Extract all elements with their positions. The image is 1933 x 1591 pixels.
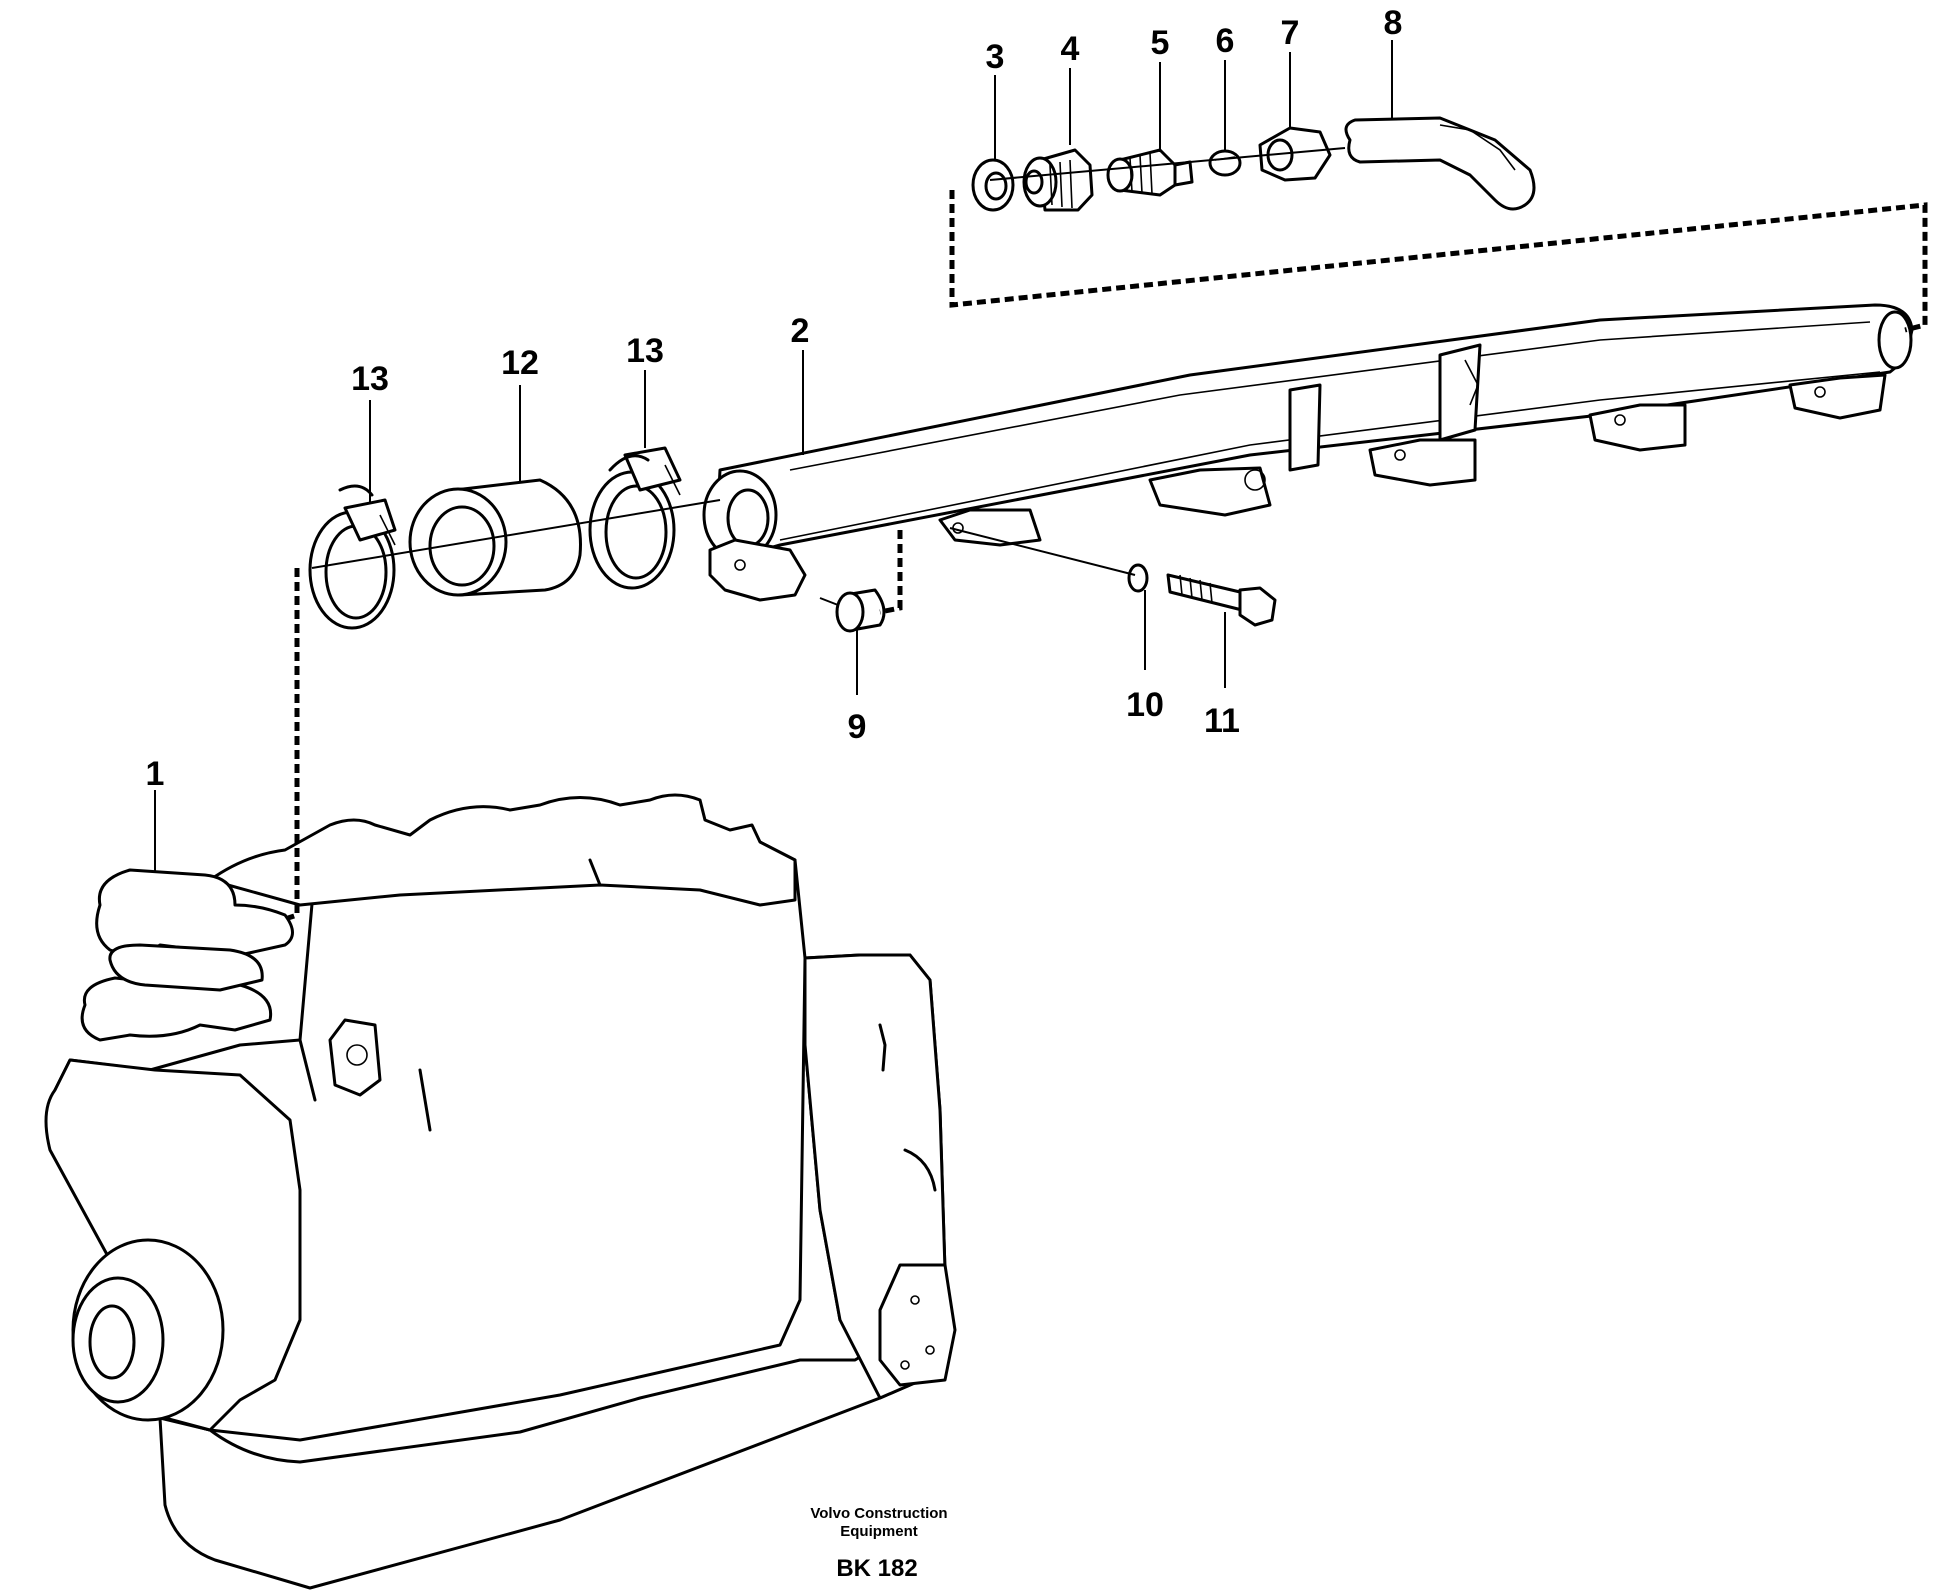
callout-10: 10 bbox=[1126, 686, 1164, 724]
rubber-hose bbox=[408, 478, 582, 597]
credit-line-1: Volvo Construction bbox=[810, 1505, 947, 1522]
callout-9: 9 bbox=[848, 708, 867, 746]
fitting-sleeve-6 bbox=[1208, 149, 1242, 177]
fitting-washer-3 bbox=[971, 158, 1015, 212]
spacer-sleeve bbox=[819, 588, 886, 633]
fitting-valve-5 bbox=[1106, 148, 1194, 197]
callout-5: 5 bbox=[1151, 24, 1170, 62]
water-distribution-pipe bbox=[702, 303, 1914, 602]
callout-leaders bbox=[154, 40, 1393, 872]
assembly-dashed-lines bbox=[287, 190, 1928, 921]
callout-13-right: 13 bbox=[626, 332, 664, 370]
drawing-credit: Volvo Construction Equipment BK 182 bbox=[810, 1505, 947, 1582]
callout-2: 2 bbox=[791, 312, 810, 350]
callout-1: 1 bbox=[146, 755, 165, 793]
washer-10 bbox=[1127, 563, 1149, 593]
callout-7: 7 bbox=[1281, 14, 1300, 52]
callout-13-left: 13 bbox=[351, 360, 389, 398]
callout-6: 6 bbox=[1216, 22, 1235, 60]
callout-12: 12 bbox=[501, 344, 539, 382]
callout-3: 3 bbox=[986, 38, 1005, 76]
callout-8: 8 bbox=[1384, 4, 1403, 42]
drawing-code: BK 182 bbox=[836, 1555, 917, 1582]
callout-labels: 1 2 3 4 5 6 7 8 9 10 11 12 13 13 bbox=[146, 4, 1403, 793]
callout-11: 11 bbox=[1204, 702, 1240, 740]
hose-clamp-left bbox=[308, 484, 397, 630]
credit-line-2: Equipment bbox=[840, 1523, 918, 1540]
hose-clamp-right bbox=[588, 446, 682, 590]
engine-block bbox=[44, 793, 957, 1590]
bolt-11 bbox=[1166, 573, 1277, 627]
fitting-pipe-8 bbox=[1344, 116, 1536, 211]
callout-4: 4 bbox=[1061, 30, 1080, 68]
fitting-nipple-4 bbox=[1022, 148, 1094, 212]
